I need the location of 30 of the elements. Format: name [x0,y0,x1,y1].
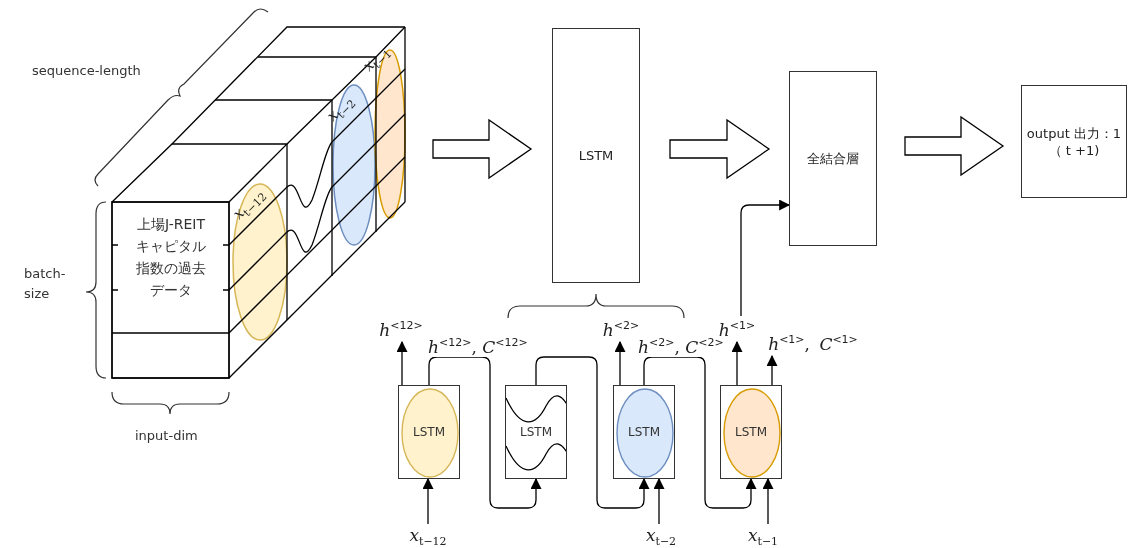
arrow [762,477,774,525]
block-arrow [669,118,771,180]
dimension-label: sequence-length [32,63,141,78]
arrow [766,354,778,386]
arrow [740,199,791,317]
dimension-label: batch-size [24,265,67,303]
lstm-cell: LSTM [505,385,567,479]
math-label: h$^{<12>}$ [374,316,428,342]
math-label: x$_{t−1}$ [738,524,788,548]
data-text: 上場J-REITキャピタル指数の過去データ [135,215,207,300]
arrow [535,356,650,509]
arrow [731,340,743,386]
lstm-cell: LSTM [398,385,460,479]
arrow [614,340,626,386]
dense-layer-box: 全結合層 [789,71,877,246]
lstm-cell: LSTM [613,385,675,479]
math-label: x$_{t−12}$ [390,524,466,548]
arrow [643,356,757,509]
math-label: h$^{<1>}$, C$^{<1>}$ [758,330,868,356]
arrow [396,340,408,386]
block-arrow [432,118,533,180]
block-arrow [904,115,1005,177]
output-box: output 出力：1 （ t +1) [1021,85,1127,198]
arrow [428,356,542,509]
dimension-label: input-dim [135,428,198,443]
math-label: x$_{t−2}$ [636,524,686,548]
arrow [422,477,434,525]
lstm-cell: LSTM [720,385,782,479]
arrow [653,477,665,525]
lstm-layer-box: LSTM [552,28,640,283]
